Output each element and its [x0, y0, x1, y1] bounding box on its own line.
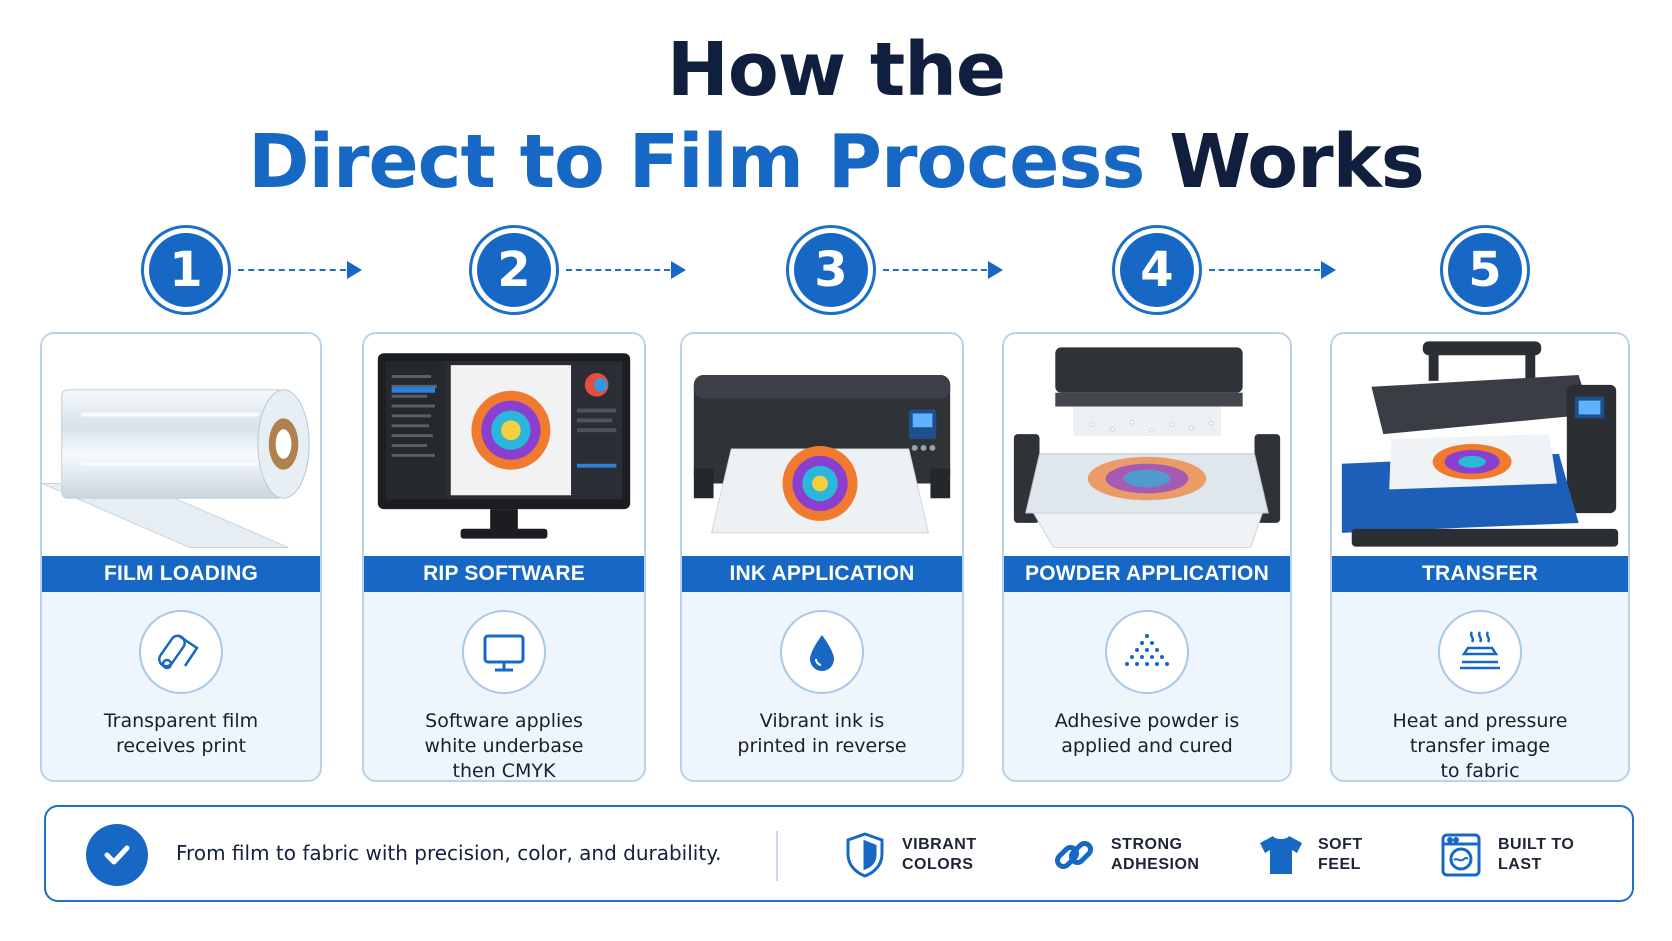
step-number-4: 4: [1112, 225, 1202, 315]
arrow-right-icon: [1321, 261, 1336, 279]
step-description: Software applies white underbase then CM…: [424, 710, 584, 782]
powder-dots-icon: [1105, 610, 1189, 694]
heat-press-image: [1332, 334, 1628, 556]
tshirt-icon: [1256, 830, 1306, 880]
feature-label: SOFT FEEL: [1318, 836, 1363, 873]
page-title: How the Direct to Film Process Works: [0, 28, 1672, 204]
washing-machine-icon: [1436, 830, 1486, 880]
film-roll-image: [42, 334, 320, 556]
step-number-2: 2: [469, 225, 559, 315]
title-highlight: Direct to Film Process: [248, 119, 1145, 205]
feature-label: STRONG ADHESION: [1111, 836, 1200, 873]
step-connector-1: [238, 269, 346, 271]
shield-check-icon: [840, 830, 890, 880]
arrow-right-icon: [671, 261, 686, 279]
feature-label: BUILT TO LAST: [1498, 836, 1575, 873]
powder-shaker-image: [1004, 334, 1290, 556]
step-label: FILM LOADING: [42, 556, 320, 592]
title-line-1: How the: [666, 27, 1006, 113]
step-card-1: FILM LOADING Transparent film receives p…: [40, 332, 322, 782]
step-label: POWDER APPLICATION: [1004, 556, 1290, 592]
step-description: Vibrant ink is printed in reverse: [737, 710, 907, 757]
step-description: Adhesive powder is applied and cured: [1054, 710, 1240, 757]
arrow-right-icon: [347, 261, 362, 279]
step-number-3: 3: [786, 225, 876, 315]
feature-built-to-last: BUILT TO LAST: [1436, 827, 1574, 883]
step-card-4: POWDER APPLICATION Adhesive powder is ap…: [1002, 332, 1292, 782]
title-line-2: Direct to Film Process Works: [0, 120, 1672, 204]
feature-strong-adhesion: STRONG ADHESION: [1049, 827, 1199, 883]
film-roll-icon: [139, 610, 223, 694]
step-number-5: 5: [1440, 225, 1530, 315]
step-description: Transparent film receives print: [103, 710, 259, 757]
footer-banner: From film to fabric with precision, colo…: [44, 805, 1634, 902]
title-rest: Works: [1169, 119, 1425, 205]
computer-monitor-image: [364, 334, 644, 556]
printer-image: [682, 334, 962, 556]
step-numbers-row: 1 2 3 4 5: [0, 225, 1672, 315]
footer-divider: [776, 831, 778, 881]
ink-drop-icon: [780, 610, 864, 694]
footer-tagline: From film to fabric with precision, colo…: [176, 841, 722, 865]
step-card-3: INK APPLICATION Vibrant ink is printed i…: [680, 332, 964, 782]
step-number-1: 1: [141, 225, 231, 315]
arrow-right-icon: [988, 261, 1003, 279]
step-connector-3: [883, 269, 987, 271]
heat-press-icon: [1438, 610, 1522, 694]
chain-link-icon: [1049, 830, 1099, 880]
feature-soft-feel: SOFT FEEL: [1256, 827, 1363, 883]
monitor-icon: [462, 610, 546, 694]
step-label: TRANSFER: [1332, 556, 1628, 592]
step-connector-2: [566, 269, 670, 271]
step-label: RIP SOFTWARE: [364, 556, 644, 592]
step-connector-4: [1209, 269, 1320, 271]
feature-label: VIBRANT COLORS: [902, 836, 977, 873]
step-card-2: RIP SOFTWARE Software applies white unde…: [362, 332, 646, 782]
feature-vibrant-colors: VIBRANT COLORS: [840, 827, 977, 883]
step-label: INK APPLICATION: [682, 556, 962, 592]
step-description: Heat and pressure transfer image to fabr…: [1392, 710, 1568, 782]
step-card-5: TRANSFER Heat and pressure transfer imag…: [1330, 332, 1630, 782]
check-icon: [86, 824, 148, 886]
